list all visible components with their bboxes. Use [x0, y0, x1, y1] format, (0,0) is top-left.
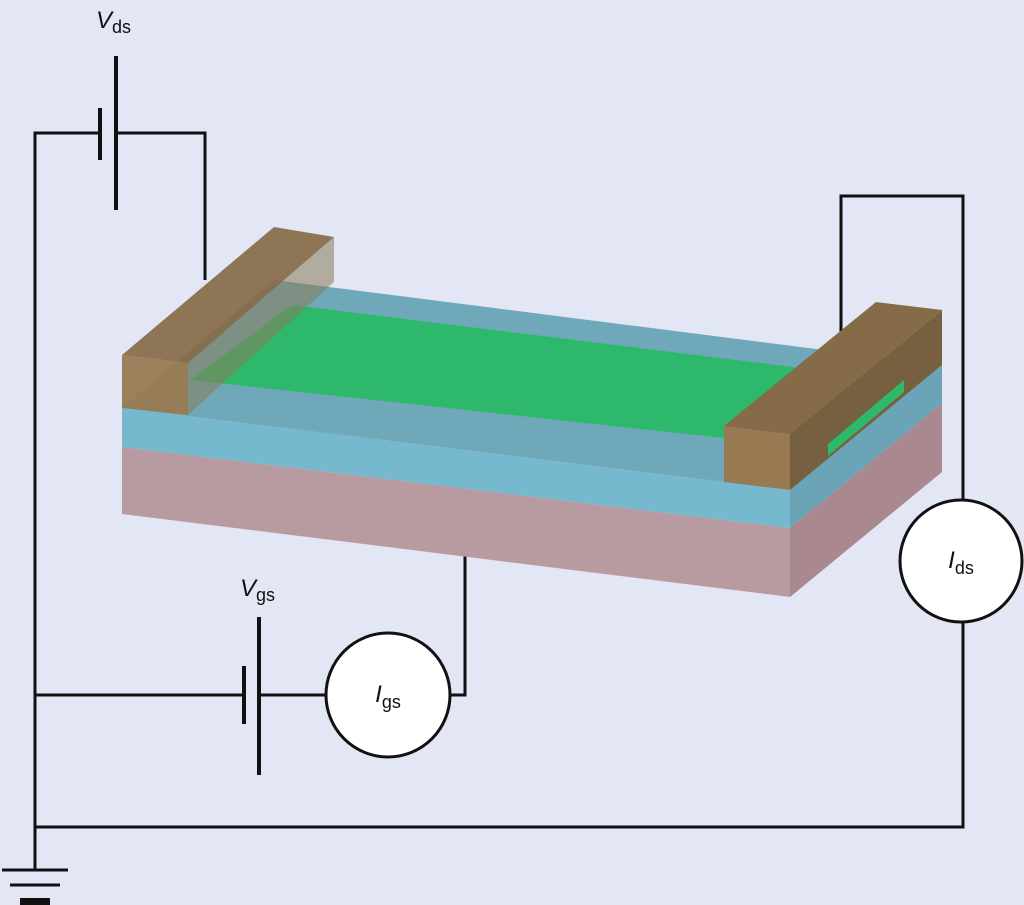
drain-channel-edge: [828, 380, 904, 456]
igs-meter: Igs: [324, 631, 452, 759]
substrate-front: [122, 447, 790, 597]
vds-battery: [98, 56, 118, 210]
ids-to-bottom-wire: [35, 622, 965, 829]
vgs-label: Vgs: [240, 575, 275, 605]
substrate-side: [790, 403, 942, 597]
drain-to-ids-wire: [839, 194, 965, 500]
drain-electrode-top: [724, 302, 942, 434]
ids-label: Ids: [948, 547, 974, 578]
igs-to-gate-wire: [450, 555, 467, 697]
vds-label: Vds: [96, 7, 131, 37]
transistor-device: [122, 227, 942, 597]
source-electrode-top: [122, 227, 334, 363]
ground-symbol: [2, 868, 68, 905]
vds-to-source-wire: [116, 131, 207, 280]
dielectric-front: [122, 408, 790, 528]
source-electrode-side: [188, 237, 334, 415]
circuit-wires: [33, 131, 965, 870]
igs-label: Igs: [375, 681, 401, 712]
semiconductor-channel: [190, 305, 800, 438]
left-rail-wire: [33, 131, 100, 870]
ids-meter: Ids: [898, 498, 1024, 624]
vgs-battery: [242, 617, 261, 775]
source-electrode-front: [122, 355, 188, 415]
dielectric-side: [790, 365, 942, 528]
drain-electrode-front: [724, 426, 790, 490]
